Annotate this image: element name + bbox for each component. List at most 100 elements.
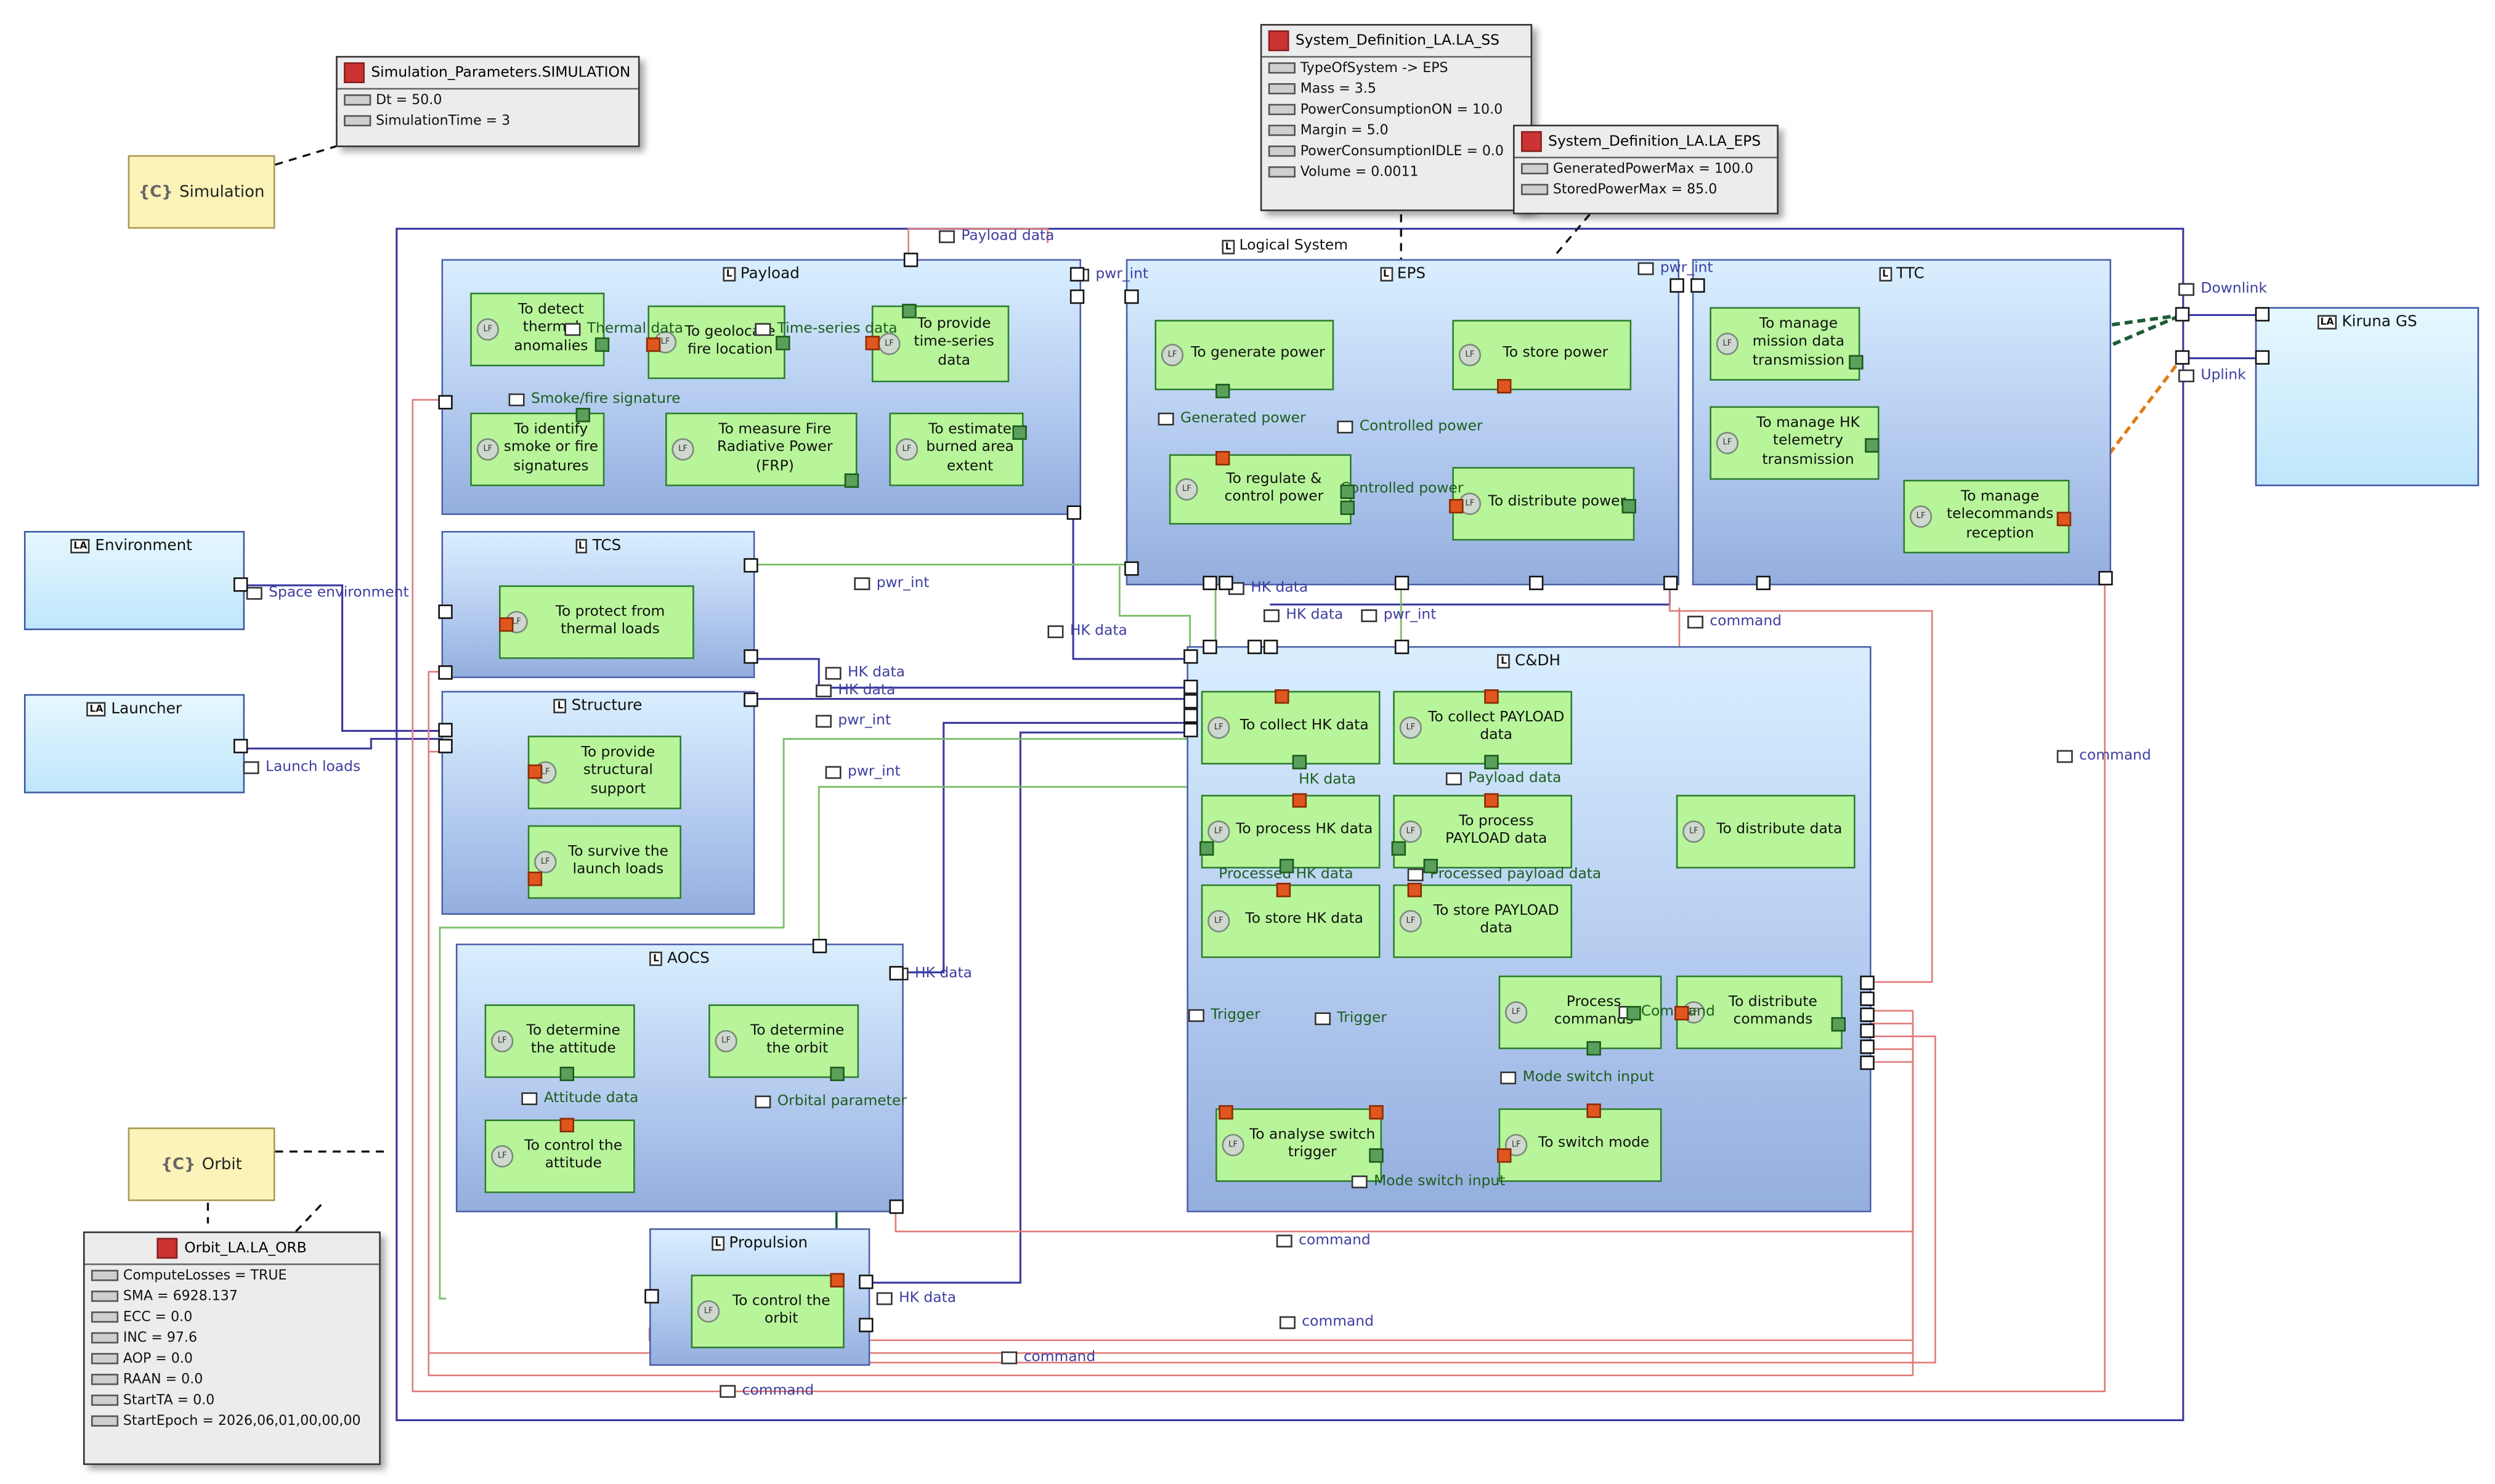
exchange-label[interactable]: HK data: [1228, 580, 1308, 596]
function-input-port[interactable]: [1275, 689, 1289, 704]
function-input-port[interactable]: [499, 617, 514, 632]
port[interactable]: [1860, 975, 1875, 991]
exchange-label[interactable]: pwr_int: [825, 764, 901, 781]
function-output-port[interactable]: [1340, 484, 1355, 500]
port[interactable]: [1394, 575, 1410, 590]
exchange-label[interactable]: Processed payload data: [1407, 867, 1601, 883]
function-output-port[interactable]: [1012, 425, 1027, 440]
exchange-label[interactable]: Generated power: [1158, 411, 1306, 427]
port[interactable]: [1860, 1023, 1875, 1038]
port[interactable]: [1183, 723, 1198, 737]
function-output-port[interactable]: [1340, 500, 1355, 515]
exchange-label[interactable]: Smoke/fire signature: [508, 392, 680, 408]
exchange-label[interactable]: HK data: [892, 966, 972, 982]
class-orbit[interactable]: {C}Orbit: [128, 1127, 275, 1201]
function-output-port[interactable]: [830, 1066, 845, 1082]
port[interactable]: [1069, 289, 1085, 304]
function-input-port[interactable]: [1497, 1148, 1512, 1163]
port[interactable]: [1069, 267, 1085, 282]
function-output-port[interactable]: [1484, 755, 1499, 769]
exchange-label[interactable]: pwr_int: [1073, 267, 1148, 283]
function-output-port[interactable]: [1621, 499, 1636, 514]
exchange-label[interactable]: HK data: [825, 665, 905, 681]
function-output-port[interactable]: [1215, 384, 1230, 399]
exchange-label[interactable]: Space environment: [246, 585, 409, 601]
function-output-port[interactable]: [1279, 859, 1294, 874]
port[interactable]: [1203, 575, 1217, 590]
function-input-port[interactable]: [1497, 379, 1512, 394]
exchange-label[interactable]: HK data: [1263, 608, 1343, 624]
port[interactable]: [744, 558, 758, 573]
exchange-label[interactable]: HK data: [1299, 772, 1357, 789]
exchange-label[interactable]: Payload data: [1445, 771, 1561, 787]
exchange-label[interactable]: command: [720, 1384, 814, 1400]
port[interactable]: [903, 253, 919, 267]
port[interactable]: [1263, 639, 1278, 654]
function-input-port[interactable]: [1484, 793, 1499, 808]
function-output-port[interactable]: [1292, 755, 1307, 769]
port[interactable]: [859, 1318, 874, 1332]
port[interactable]: [1860, 1055, 1875, 1070]
exchange-label[interactable]: Thermal data: [564, 322, 683, 338]
port[interactable]: [438, 395, 453, 410]
exchange-label[interactable]: pwr_int: [854, 576, 929, 592]
function-input-port[interactable]: [527, 764, 543, 779]
port[interactable]: [233, 739, 248, 753]
port[interactable]: [644, 1289, 659, 1304]
port[interactable]: [812, 938, 827, 954]
port[interactable]: [1860, 1007, 1875, 1022]
port[interactable]: [233, 577, 248, 592]
function-output-port[interactable]: [1369, 1148, 1384, 1163]
exchange-label[interactable]: Uplink: [2178, 368, 2246, 384]
function-output-port[interactable]: [559, 1066, 575, 1082]
exchange-label[interactable]: Launch loads: [243, 760, 360, 776]
exchange-label[interactable]: command: [2056, 748, 2151, 764]
port[interactable]: [2175, 350, 2190, 365]
function-output-port[interactable]: [1865, 438, 1880, 453]
function-input-port[interactable]: [527, 871, 543, 886]
function-input-port[interactable]: [559, 1117, 575, 1133]
exchange-label[interactable]: pwr_int: [816, 713, 891, 729]
port[interactable]: [1248, 639, 1262, 654]
port[interactable]: [438, 604, 453, 619]
port[interactable]: [2255, 350, 2270, 365]
function-input-port[interactable]: [1407, 883, 1422, 898]
port[interactable]: [1528, 575, 1544, 590]
exchange-label[interactable]: Mode switch input: [1500, 1070, 1654, 1086]
function-output-port[interactable]: [1849, 355, 1864, 370]
exchange-label[interactable]: command: [1001, 1350, 1095, 1366]
port[interactable]: [1124, 289, 1139, 304]
function-output-port[interactable]: [844, 473, 859, 488]
port[interactable]: [1394, 639, 1410, 654]
function-input-port[interactable]: [1292, 793, 1307, 808]
function-output-port[interactable]: [1391, 841, 1406, 856]
exchange-label[interactable]: Trigger: [1315, 1011, 1387, 1027]
exchange-label[interactable]: HK data: [816, 683, 895, 699]
function-output-port[interactable]: [1199, 841, 1214, 856]
port[interactable]: [1860, 1039, 1875, 1054]
exchange-label[interactable]: command: [1687, 614, 1782, 630]
port[interactable]: [1756, 575, 1771, 590]
exchange-label[interactable]: Orbital parameter: [755, 1094, 907, 1110]
function-output-port[interactable]: [902, 304, 917, 318]
port[interactable]: [1663, 575, 1678, 590]
